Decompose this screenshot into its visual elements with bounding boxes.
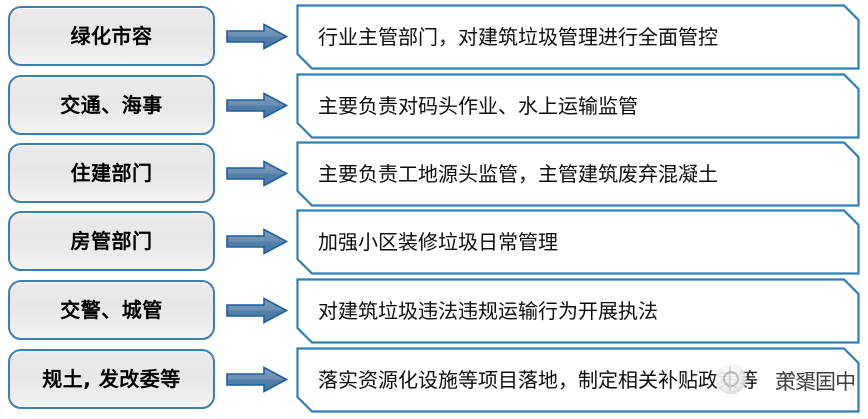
department-label: 交通、海事 [60, 93, 163, 117]
department-box[interactable]: 交警、城管 [8, 280, 215, 340]
responsibility-text: 对建筑垃圾违法违规运输行为开展执法 [318, 299, 658, 323]
responsibility-text: 加强小区装修垃圾日常管理 [318, 230, 558, 254]
department-label: 房管部门 [70, 229, 153, 253]
responsibility-box[interactable]: 行业主管部门，对建筑垃圾管理进行全面管控 [296, 4, 860, 70]
department-box[interactable]: 房管部门 [8, 211, 215, 271]
department-box[interactable]: 规土, 发改委等 [8, 349, 215, 409]
diagram-row: 交通、海事 主要负责对码头作业、水上运输监管 [0, 73, 868, 139]
diagram-row: 绿化市容 行业主管部门，对建筑垃圾管理进行全面管控 [0, 4, 868, 70]
diagram-row: 交警、城管 对建筑垃圾违法违规运输行为开展执法 [0, 278, 868, 344]
diagram-row: 房管部门 加强小区装修垃圾日常管理 [0, 209, 868, 275]
department-box[interactable]: 交通、海事 [8, 75, 215, 135]
department-label: 交警、城管 [60, 298, 163, 322]
right-arrow-icon [226, 23, 288, 50]
responsibility-box[interactable]: 对建筑垃圾违法违规运输行为开展执法 [296, 278, 860, 344]
department-label: 住建部门 [70, 161, 153, 185]
responsibility-text: 落实资源化设施等项目落地，制定相关补贴政策等 [318, 368, 758, 392]
responsibility-text: 主要负责对码头作业、水上运输监管 [318, 94, 638, 118]
responsibility-box[interactable]: 主要负责对码头作业、水上运输监管 [296, 73, 860, 139]
right-arrow-icon [226, 228, 288, 255]
right-arrow-icon [226, 366, 288, 393]
responsibility-box[interactable]: 加强小区装修垃圾日常管理 [296, 209, 860, 275]
department-label: 规土, 发改委等 [42, 367, 181, 391]
responsibility-text: 主要负责工地源头监管，主管建筑废弃混凝土 [318, 162, 718, 186]
right-arrow-icon [226, 92, 288, 119]
right-arrow-icon [226, 160, 288, 187]
responsibility-box[interactable]: 落实资源化设施等项目落地，制定相关补贴政策等 [296, 347, 860, 413]
department-box[interactable]: 绿化市容 [8, 6, 215, 66]
responsibility-text: 行业主管部门，对建筑垃圾管理进行全面管控 [318, 25, 718, 49]
diagram-row: 住建部门 主要负责工地源头监管，主管建筑废弃混凝土 [0, 141, 868, 207]
department-box[interactable]: 住建部门 [8, 143, 215, 203]
department-label: 绿化市容 [70, 24, 153, 48]
right-arrow-icon [226, 297, 288, 324]
diagram-row: 规土, 发改委等 落实资源化设施等项目落地，制定相关补贴政策等 [0, 347, 868, 413]
responsibility-box[interactable]: 主要负责工地源头监管，主管建筑废弃混凝土 [296, 141, 860, 207]
